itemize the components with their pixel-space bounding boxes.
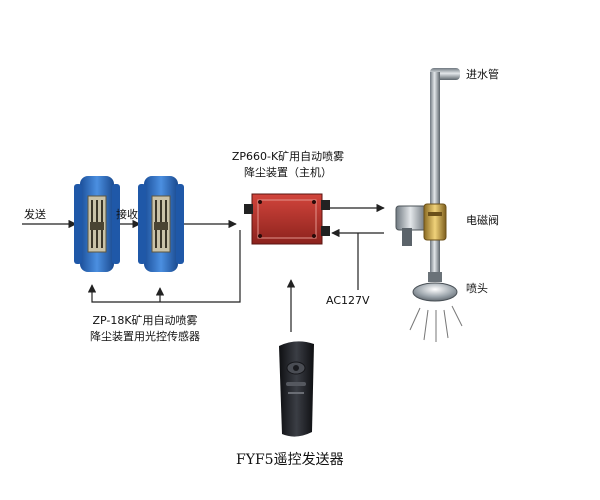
sensor-label-line2: 降尘装置用光控传感器	[90, 330, 200, 343]
water-pipe	[430, 68, 460, 280]
spray-lines	[409, 305, 463, 342]
remote-caption: FYF5遥控发送器	[236, 452, 344, 468]
sensor-unit-right	[138, 176, 184, 272]
sensor-unit-left	[74, 176, 120, 272]
host-controller	[244, 193, 330, 245]
nozzle-label: 喷头	[466, 282, 488, 295]
solenoid-valve	[395, 203, 447, 246]
host-label-line1: ZP660-K矿用自动喷雾	[231, 150, 345, 163]
receive-label: 接收	[116, 208, 138, 221]
nozzle	[412, 272, 458, 302]
remote-control	[279, 341, 314, 437]
water-inlet-pipe-label: 进水管	[466, 68, 499, 81]
send-label: 发送	[24, 208, 46, 221]
host-feedback-line	[87, 230, 241, 303]
sensor-label-line1: ZP-18K矿用自动喷雾	[92, 314, 198, 327]
solenoid-valve-label: 电磁阀	[466, 214, 499, 227]
connection-lines	[22, 203, 385, 332]
ac-voltage-label: AC127V	[326, 294, 370, 307]
host-label-line2: 降尘装置（主机）	[244, 166, 332, 179]
